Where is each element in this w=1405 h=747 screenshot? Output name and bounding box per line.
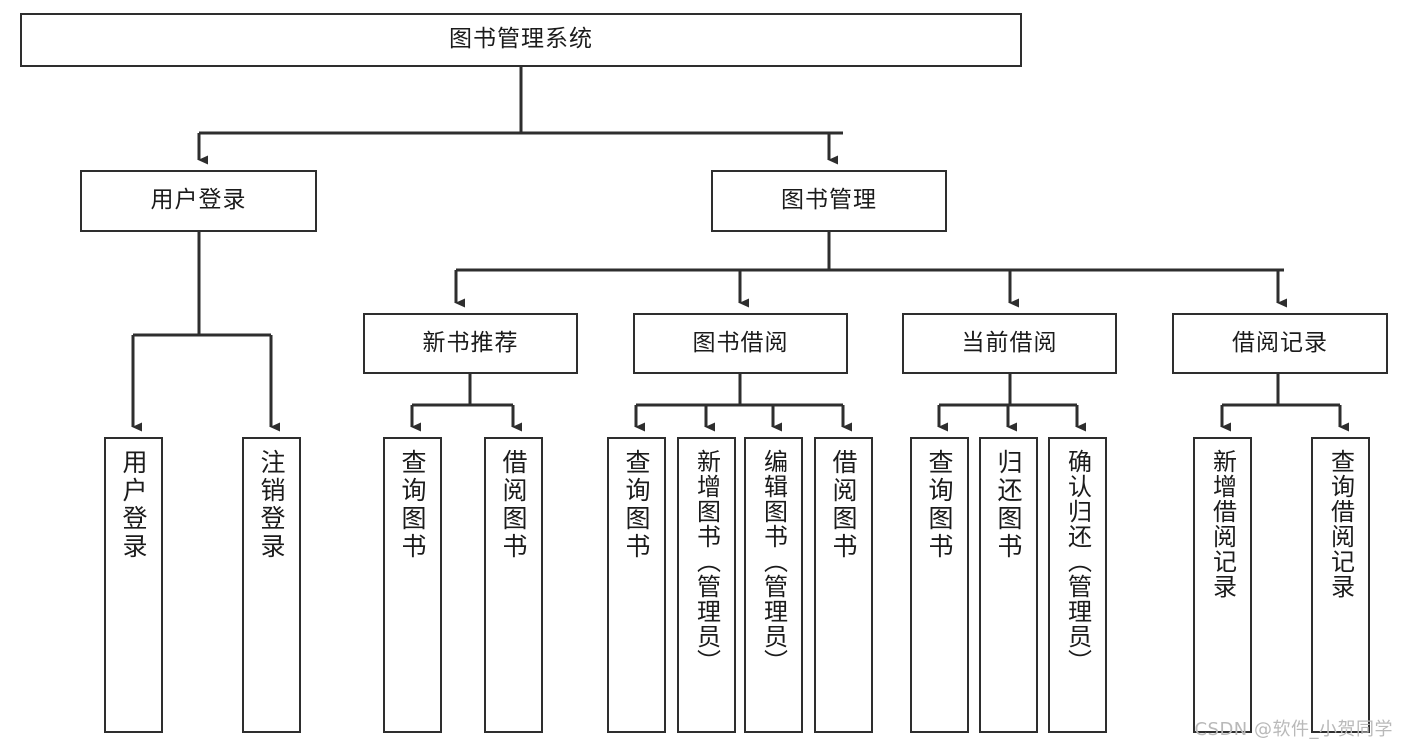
leaf-query-book-current[interactable]: 查询图书 bbox=[910, 437, 969, 733]
leaf-edit-book-admin[interactable]: 编辑图书（管理员） bbox=[744, 437, 803, 733]
node-book-borrow[interactable]: 图书借阅 bbox=[633, 313, 848, 374]
leaf-query-book-recommend[interactable]: 查询图书 bbox=[383, 437, 442, 733]
node-label: 查询图书 bbox=[925, 449, 954, 561]
node-label: 图书借阅 bbox=[692, 329, 789, 356]
node-user-login[interactable]: 用户登录 bbox=[80, 170, 317, 232]
leaf-query-book-borrow[interactable]: 查询图书 bbox=[607, 437, 666, 733]
leaf-borrow-book[interactable]: 借阅图书 bbox=[814, 437, 873, 733]
node-current-borrow[interactable]: 当前借阅 bbox=[902, 313, 1117, 374]
leaf-confirm-return-admin[interactable]: 确认归还（管理员） bbox=[1048, 437, 1107, 733]
node-new-book-recommend[interactable]: 新书推荐 bbox=[363, 313, 578, 374]
node-root-system[interactable]: 图书管理系统 bbox=[20, 13, 1022, 67]
leaf-user-login[interactable]: 用户登录 bbox=[104, 437, 163, 733]
leaf-logout[interactable]: 注销登录 bbox=[242, 437, 301, 733]
node-label: 新书推荐 bbox=[422, 329, 519, 356]
node-label: 确认归还（管理员） bbox=[1063, 449, 1092, 674]
node-book-management[interactable]: 图书管理 bbox=[711, 170, 947, 232]
node-label: 查询图书 bbox=[398, 449, 427, 561]
node-label: 借阅图书 bbox=[829, 449, 858, 561]
leaf-return-book[interactable]: 归还图书 bbox=[979, 437, 1038, 733]
node-label: 用户登录 bbox=[119, 449, 148, 561]
node-label: 新增借阅记录 bbox=[1208, 449, 1237, 599]
node-label: 图书管理系统 bbox=[449, 26, 593, 53]
leaf-add-book-admin[interactable]: 新增图书（管理员） bbox=[677, 437, 736, 733]
node-label: 编辑图书（管理员） bbox=[759, 449, 788, 674]
leaf-borrow-book-recommend[interactable]: 借阅图书 bbox=[484, 437, 543, 733]
node-label: 归还图书 bbox=[994, 449, 1023, 561]
node-label: 用户登录 bbox=[150, 187, 247, 214]
node-label: 借阅图书 bbox=[499, 449, 528, 561]
node-label: 图书管理 bbox=[781, 187, 877, 214]
leaf-add-borrow-record[interactable]: 新增借阅记录 bbox=[1193, 437, 1252, 733]
node-label: 借阅记录 bbox=[1232, 329, 1328, 356]
watermark-text: CSDN @软件_小贺同学 bbox=[1194, 719, 1393, 740]
node-label: 查询借阅记录 bbox=[1326, 449, 1355, 599]
leaf-query-borrow-record[interactable]: 查询借阅记录 bbox=[1311, 437, 1370, 733]
node-borrow-record[interactable]: 借阅记录 bbox=[1172, 313, 1388, 374]
node-label: 注销登录 bbox=[257, 449, 286, 561]
node-label: 查询图书 bbox=[622, 449, 651, 561]
node-label: 当前借阅 bbox=[961, 329, 1058, 356]
node-label: 新增图书（管理员） bbox=[692, 449, 721, 674]
